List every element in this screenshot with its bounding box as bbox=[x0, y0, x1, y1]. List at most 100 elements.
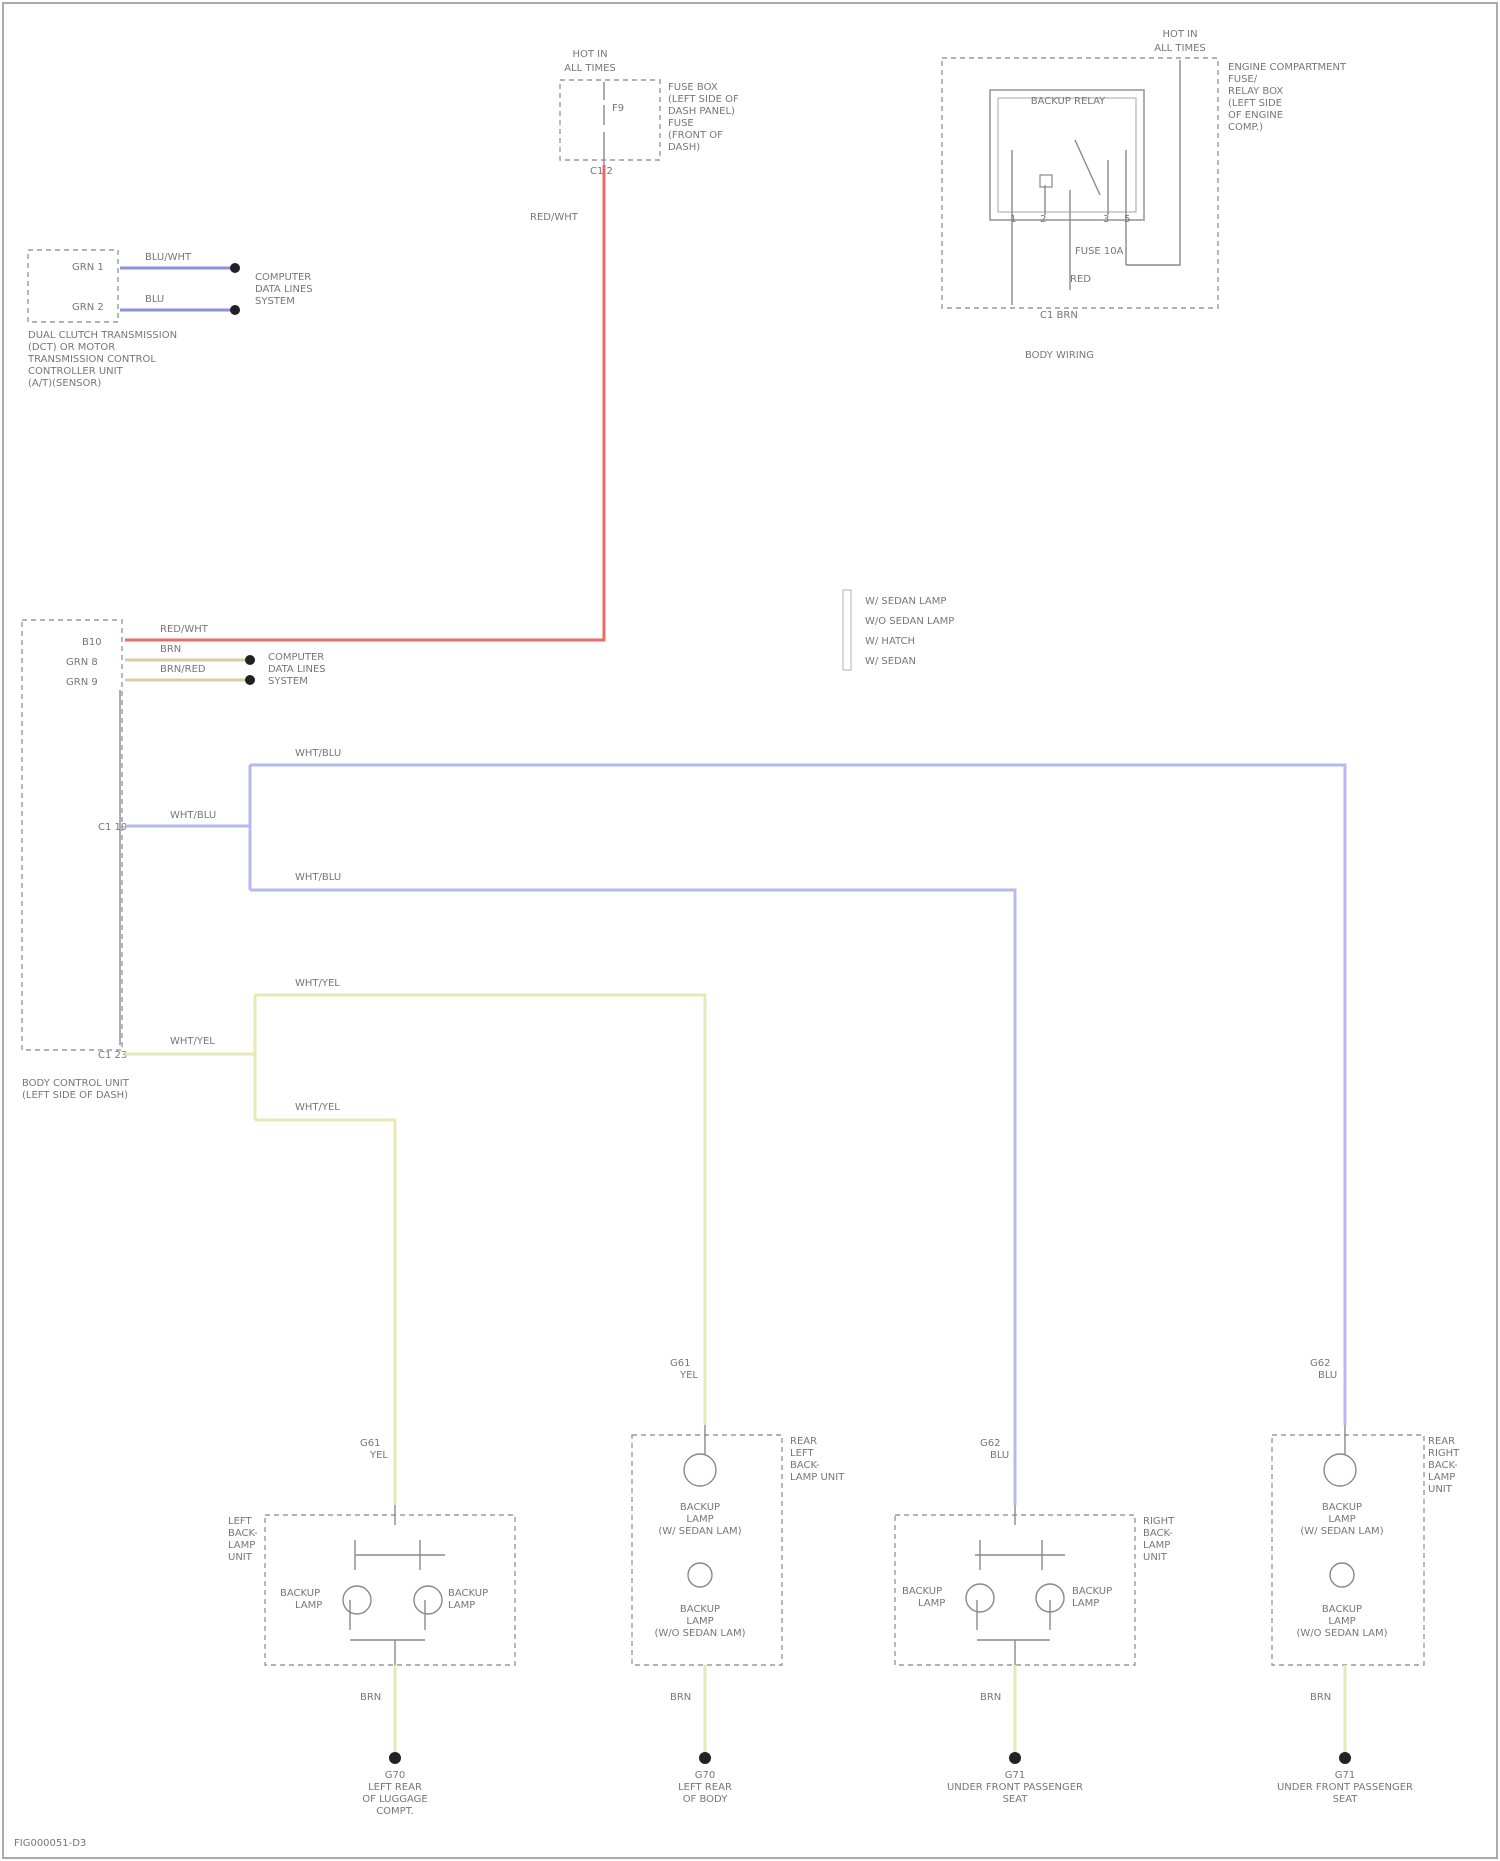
lamp4-side-3: BACK- bbox=[1428, 1460, 1458, 1471]
relay-desc-4: (LEFT SIDE bbox=[1228, 98, 1282, 109]
lamp2-conn-2: YEL bbox=[679, 1370, 698, 1381]
tcm-arrow-1 bbox=[230, 263, 240, 273]
lamp2-text-4: BACKUP bbox=[680, 1604, 720, 1615]
lamp4-ground-wire-label: BRN bbox=[1310, 1692, 1331, 1703]
tcm-pin-1: GRN 1 bbox=[72, 262, 104, 273]
top-fuse-label-4: FUSE bbox=[668, 118, 694, 129]
tcm-arrow-2 bbox=[230, 305, 240, 315]
lamp3-text-1: BACKUP bbox=[902, 1586, 942, 1597]
blue-mid-label: WHT/BLU bbox=[295, 872, 341, 883]
relay-pin-3: 3 bbox=[1103, 214, 1109, 225]
top-fuse-box: HOT IN ALL TIMES F9 FUSE BOX (LEFT SIDE … bbox=[530, 49, 739, 223]
lamp3-ground-wire-label: BRN bbox=[980, 1692, 1001, 1703]
lamp1-ground-2: LEFT REAR bbox=[368, 1782, 422, 1793]
relay-bottom-label: BODY WIRING bbox=[1025, 350, 1094, 361]
lamp2-side-4: LAMP UNIT bbox=[790, 1472, 845, 1483]
top-fuse-title-2: ALL TIMES bbox=[564, 63, 616, 74]
lamp2-ground-2: LEFT REAR bbox=[678, 1782, 732, 1793]
legend-bar bbox=[843, 590, 851, 670]
tcm-dest-3: SYSTEM bbox=[255, 296, 295, 307]
lamp4-ground-2: UNDER FRONT PASSENGER bbox=[1277, 1782, 1413, 1793]
lamp-unit-rear-right: G62 BLU REAR RIGHT BACK- LAMP UNIT BACKU… bbox=[1272, 1358, 1460, 1805]
lamp1-ground-3: OF LUGGAGE bbox=[362, 1794, 427, 1805]
lamp1-ground-4: COMPT. bbox=[376, 1806, 414, 1817]
relay-title-2: ALL TIMES bbox=[1154, 43, 1206, 54]
lamp4-conn-2: BLU bbox=[1318, 1370, 1337, 1381]
top-fuse-fuse-label: F9 bbox=[612, 103, 624, 114]
lamp2-ground-icon bbox=[699, 1752, 711, 1764]
lamp3-lines bbox=[975, 1505, 1065, 1665]
body-control-unit: B10 GRN 8 GRN 9 RED/WHT BRN BRN/RED COMP… bbox=[22, 620, 326, 1101]
bcu-arrow-2 bbox=[245, 655, 255, 665]
lamp1-lines bbox=[350, 1505, 445, 1665]
legend-item-3: W/ HATCH bbox=[865, 636, 915, 647]
figure-id: FIG000051-D3 bbox=[14, 1838, 86, 1849]
lamp-unit-left: G61 YEL LEFT BACK- LAMP UNIT BACKUP LAMP… bbox=[228, 1438, 515, 1817]
lamp4-text-1: BACKUP bbox=[1322, 1502, 1362, 1513]
bcu-dest-3: SYSTEM bbox=[268, 676, 308, 687]
lamp4-text-4: BACKUP bbox=[1322, 1604, 1362, 1615]
lamp2-side-1: REAR bbox=[790, 1436, 817, 1447]
top-fuse-outline bbox=[560, 80, 660, 160]
lamp2-ground-wire-label: BRN bbox=[670, 1692, 691, 1703]
lamp2-text-2: LAMP bbox=[686, 1514, 713, 1525]
lamp3-side-2: BACK- bbox=[1143, 1528, 1173, 1539]
bcu-pin-grn9: GRN 9 bbox=[66, 677, 98, 688]
bcu-wire-label-3: BRN/RED bbox=[160, 664, 206, 675]
bcu-dest-2: DATA LINES bbox=[268, 664, 326, 675]
bcu-wire-label-2: BRN bbox=[160, 644, 181, 655]
lamp4-side-1: REAR bbox=[1428, 1436, 1455, 1447]
lamp1-text-2: LAMP bbox=[295, 1600, 322, 1611]
lamp2-conn-1: G61 bbox=[670, 1358, 690, 1369]
red-wire-feed bbox=[125, 165, 604, 640]
legend-item-1: W/ SEDAN LAMP bbox=[865, 596, 946, 607]
backup-relay-label: BACKUP RELAY bbox=[1031, 96, 1106, 107]
legend: W/ SEDAN LAMP W/O SEDAN LAMP W/ HATCH W/… bbox=[843, 590, 954, 670]
lamp4-conn-1: G62 bbox=[1310, 1358, 1330, 1369]
blue-top-label: WHT/BLU bbox=[295, 748, 341, 759]
relay-switch-arm bbox=[1075, 140, 1100, 195]
lamp1-side-3: LAMP bbox=[228, 1540, 255, 1551]
lamp2-ground-3: OF BODY bbox=[683, 1794, 729, 1805]
relay-desc-2: FUSE/ bbox=[1228, 74, 1258, 85]
lamp4-text-2: LAMP bbox=[1328, 1514, 1355, 1525]
yellow-top-label: WHT/YEL bbox=[295, 978, 340, 989]
lamp1-ground-wire-label: BRN bbox=[360, 1692, 381, 1703]
bcu-wire-label-a: WHT/BLU bbox=[170, 810, 216, 821]
lamp3-side-1: RIGHT bbox=[1143, 1516, 1175, 1527]
relay-fuse-label: FUSE 10A bbox=[1075, 246, 1124, 257]
diagram-border bbox=[3, 3, 1497, 1858]
lamp2-side-3: BACK- bbox=[790, 1460, 820, 1471]
lamp4-side-5: UNIT bbox=[1428, 1484, 1453, 1495]
relay-desc-1: ENGINE COMPARTMENT bbox=[1228, 62, 1347, 73]
yellow-wire-rl bbox=[255, 995, 705, 1425]
top-fuse-label-2: (LEFT SIDE OF bbox=[668, 94, 739, 105]
lamp1-conn-2: YEL bbox=[369, 1450, 388, 1461]
lamp4-text-5: LAMP bbox=[1328, 1616, 1355, 1627]
backup-relay-outline bbox=[990, 90, 1144, 220]
relay-wire-label-red: RED bbox=[1070, 274, 1091, 285]
lamp1-ground-icon bbox=[389, 1752, 401, 1764]
tcm-wire-label-1: BLU/WHT bbox=[145, 252, 192, 263]
backup-relay-inner bbox=[998, 98, 1136, 212]
relay-coil bbox=[1040, 175, 1052, 187]
top-fuse-label-5: (FRONT OF bbox=[668, 130, 723, 141]
lamp4-text-6: (W/O SEDAN LAM) bbox=[1296, 1628, 1387, 1639]
lamp1-conn-1: G61 bbox=[360, 1438, 380, 1449]
lamp2-bulb-a-icon bbox=[684, 1454, 716, 1486]
lamp3-conn-1: G62 bbox=[980, 1438, 1000, 1449]
lamp2-side-2: LEFT bbox=[790, 1448, 814, 1459]
tcm-label-2: (DCT) OR MOTOR bbox=[28, 342, 115, 353]
tcm-wire-label-2: BLU bbox=[145, 294, 164, 305]
lamp3-ground-3: SEAT bbox=[1003, 1794, 1029, 1805]
bcu-pin-c1-23: C1 23 bbox=[98, 1050, 127, 1061]
blue-wire-r bbox=[250, 890, 1015, 1505]
legend-item-4: W/ SEDAN bbox=[865, 656, 916, 667]
bcu-pin-b10: B10 bbox=[82, 637, 102, 648]
lamp4-ground-icon bbox=[1339, 1752, 1351, 1764]
lamp2-bulb-b-icon bbox=[688, 1563, 712, 1587]
relay-wire-label-brn: C1 BRN bbox=[1040, 310, 1078, 321]
lamp3-conn-2: BLU bbox=[990, 1450, 1009, 1461]
lamp2-text-3: (W/ SEDAN LAM) bbox=[658, 1526, 741, 1537]
